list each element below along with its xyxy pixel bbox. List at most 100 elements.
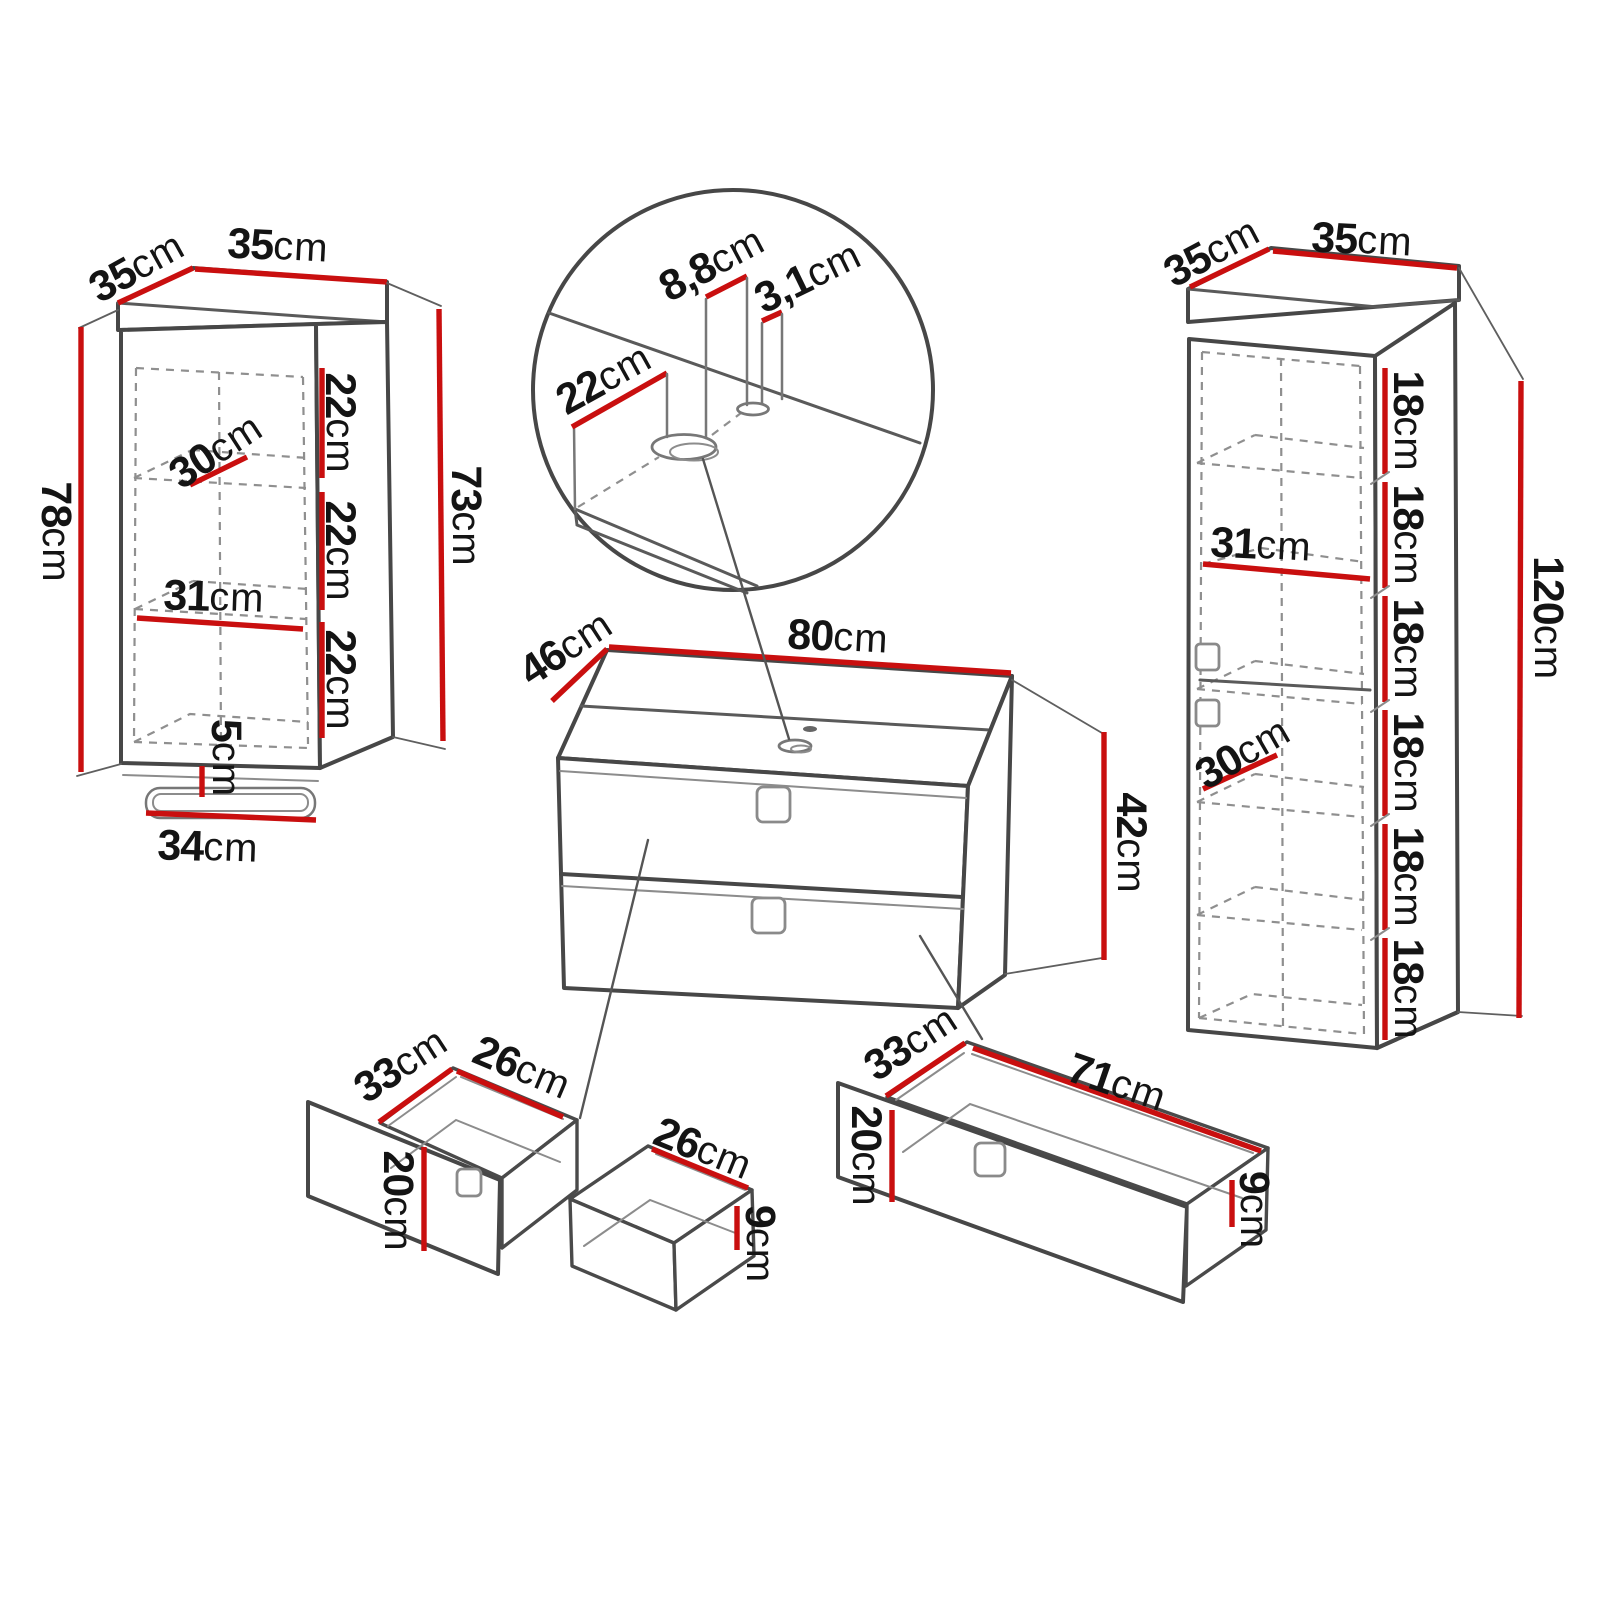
door-divider [1198,678,1372,692]
label-lc-height-73: 73cm [442,465,490,566]
left-cabinet [76,265,446,823]
drawer-divider [559,872,964,899]
right-drawer-rim-inner [655,1153,746,1191]
dimension-line-width-26-left [455,1068,565,1120]
top-panel-front-edge [116,301,389,324]
label-rc-gap2: 18cm [1384,484,1432,585]
tap-mount-hole-inner [790,744,812,754]
extension-lines-73 [386,282,446,750]
counter-back-edge [547,311,922,445]
dimension-line-bottom-34 [145,810,317,823]
leader-small-drawers [578,838,650,1120]
towel-rail-inner [152,793,309,812]
interior-bottom-dashed [1198,992,1363,1020]
dimension-line-height-73 [436,308,446,742]
shelf-lower-dashed [134,579,309,621]
dimension-line-depth-33 [884,1040,967,1099]
dimension-line-width-80 [608,644,1012,676]
shelf3-dashed [1196,659,1365,706]
interior-frame-dashed [132,366,310,750]
leader-lines [578,457,984,1120]
hole-offset-dashed [577,412,742,508]
upper-drawer-handle [755,785,792,824]
label-lc-height-78: 78cm [32,481,80,582]
dimension-line-top-width [1272,248,1458,271]
interior-bottom-dashed [133,712,309,743]
left-drawer-handle [455,1167,483,1198]
drawer-handle [973,1141,1007,1178]
label-rc-gap1: 18cm [1384,370,1432,471]
extension-31 [760,312,784,406]
dimension-line-shelf-31 [1202,561,1371,582]
dimension-line-shelf-30 [1201,752,1279,792]
small-drawers-detail [306,1066,756,1312]
dimension-line-22 [570,370,669,430]
label-lc-gap1: 22cm [316,372,364,473]
counter-front-edge [573,507,759,595]
right-drawer-bottom-inner [583,1198,739,1247]
label-ld-front-20: 20cm [842,1105,890,1206]
label-rc-shelf-31: 31cm [1209,518,1313,571]
top-face-mid-line [579,704,992,732]
shelf1-dashed [1196,433,1365,480]
dimension-line-shelf-31 [136,615,304,632]
detail-circle [531,188,935,592]
front-face [119,322,322,770]
drawer-bottom-inner [902,1102,1243,1199]
left-drawer-front-panel [306,1100,502,1276]
leader-hole-detail [701,457,791,741]
left-drawer-side-wall [500,1118,579,1250]
hole-detail [531,188,935,595]
drawer-side-wall [1184,1146,1270,1288]
dimension-line-31 [760,309,784,324]
left-drawer-bottom-inner [390,1118,561,1169]
dimension-line-width-26-right [650,1146,750,1191]
label-ld-side-9: 9cm [1230,1171,1278,1249]
extension-lines-42 [1004,679,1103,975]
dimension-line-top-width [194,266,388,285]
interior-frame-dashed [1197,350,1366,1039]
drawer-front-panel [836,1081,1189,1304]
label-sd-side-9: 9cm [736,1205,784,1283]
label-v-height-42: 42cm [1107,792,1155,893]
extension-lines-120 [1457,267,1524,1017]
dimension-line-depth-33 [377,1066,454,1125]
dimension-line-depth-46 [550,647,609,703]
dimension-line-width-71 [972,1045,1262,1154]
top-panel-front-edge [1186,287,1461,309]
drawer-rim-inner [895,1052,1254,1154]
shelf2-back-dashed [1202,546,1365,566]
bottom-right-edge [1375,1010,1460,1050]
basin-hole-inner [669,442,719,462]
tap-hole [736,401,770,417]
label-lc-gap3: 22cm [316,629,364,730]
right-cabinet [1186,246,1524,1050]
label-rc-gap6: 18cm [1384,938,1432,1039]
label-rc-gap4: 18cm [1384,712,1432,813]
large-drawer-detail [836,1040,1270,1304]
dimension-line-88 [704,273,749,300]
vanity-cabinet [550,644,1107,1010]
label-lc-bottom-34: 34cm [157,821,260,873]
label-rc-gap5: 18cm [1384,826,1432,927]
gap-ticks [1370,471,1390,941]
counter-edge-line [559,770,967,799]
label-rc-gap3: 18cm [1384,598,1432,699]
label-rc-top-width: 35cm [1310,213,1414,266]
dimension-line-top-depth [1188,246,1271,290]
label-rc-height-120: 120cm [1524,556,1572,680]
top-dot-hole [803,726,817,732]
shelf4-dashed [1196,772,1365,819]
extension-88 [704,276,749,440]
extension-lines-78 [76,309,122,777]
lower-door-handle [1194,698,1221,728]
label-v-width-80: 80cm [786,610,890,663]
lower-drawer-handle [750,896,787,935]
right-side [956,674,1014,1010]
leader-large-drawer [918,934,984,1041]
dimension-line-height-120 [1516,380,1524,1019]
upper-door-handle [1194,642,1221,672]
counter-corner-edge [572,424,577,511]
dimension-line-shelf-30 [188,454,249,488]
